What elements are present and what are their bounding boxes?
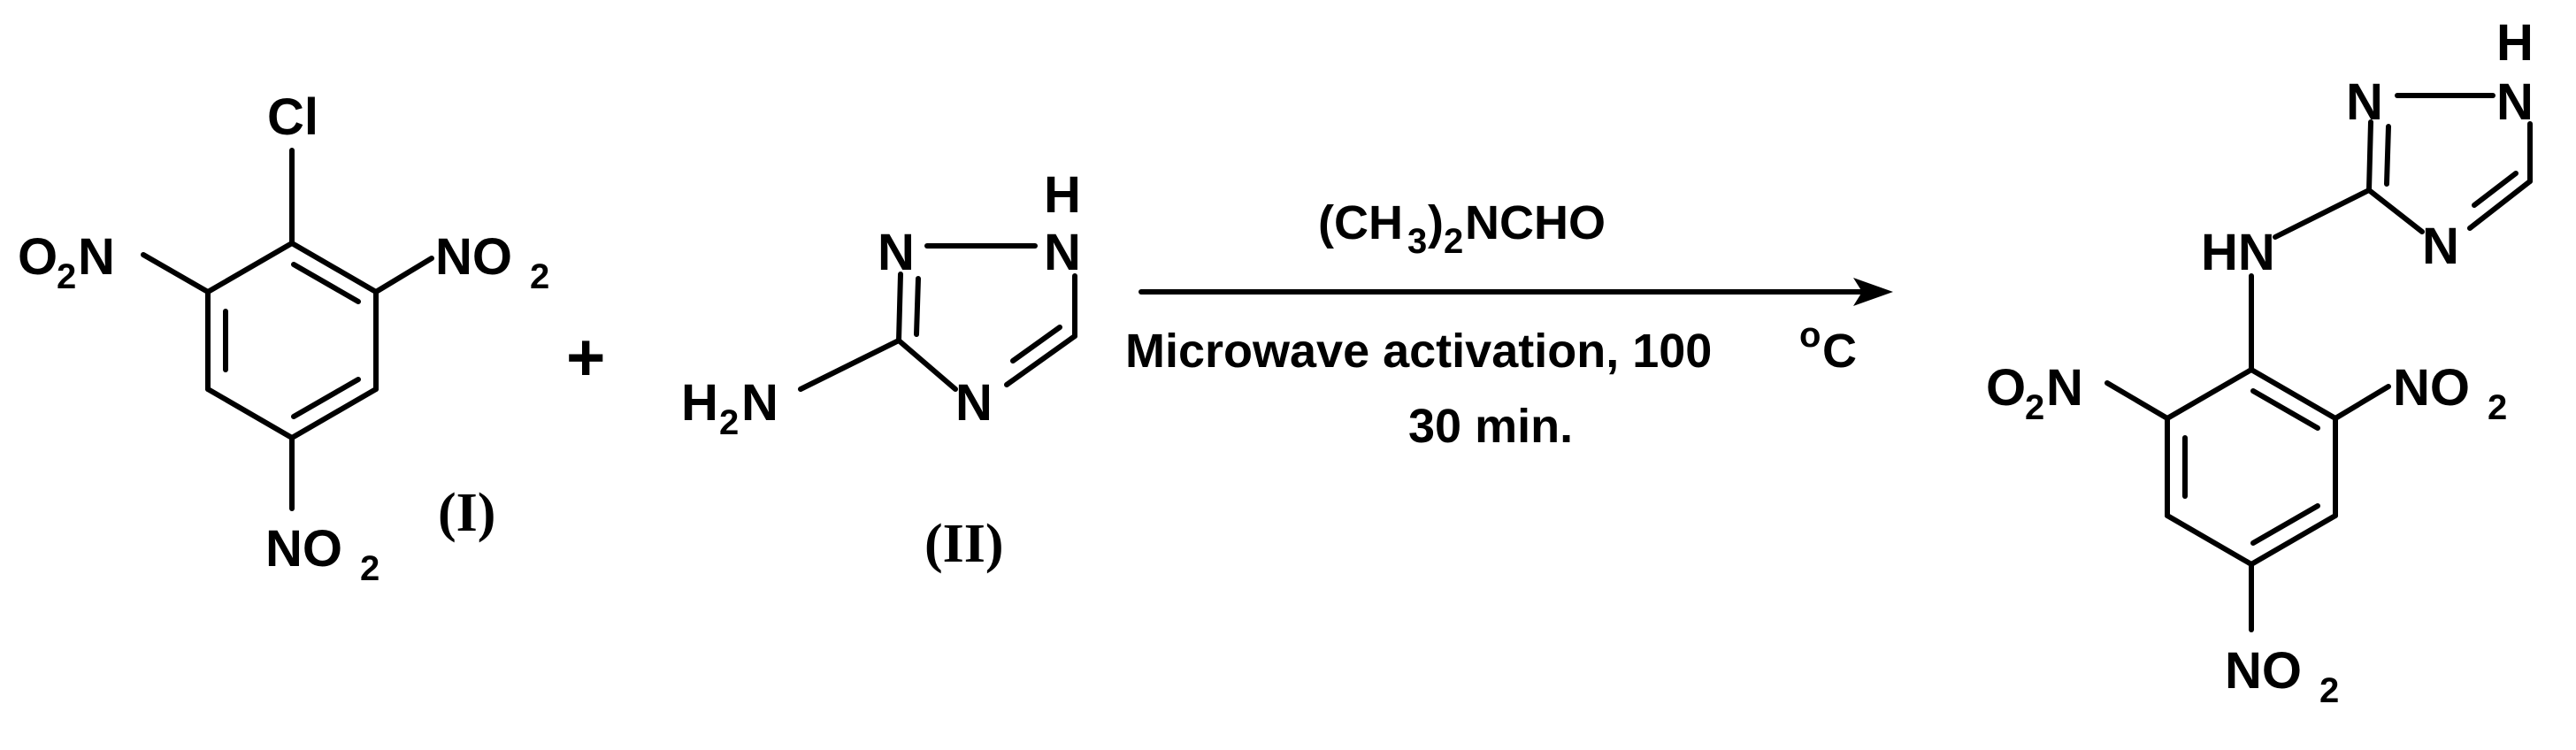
reaction-arrow (1138, 278, 1893, 306)
product-no2-right-label: NO (2393, 359, 2470, 417)
amine-h: H (681, 374, 718, 432)
triazole-nh-n: N (1044, 224, 1081, 281)
triazole-ring-product (2366, 93, 2533, 234)
product-triazole-nh-n: N (2496, 73, 2534, 131)
reaction-conditions: (CH 3 ) 2 NCHO Microwave activation, 100… (1125, 196, 1857, 453)
degree-symbol: o (1799, 316, 1821, 355)
plus-sign: + (566, 320, 605, 395)
triazole-n1: N (878, 224, 915, 281)
product-no2-right-bond (2333, 384, 2391, 421)
o2n-left-sub: 2 (57, 257, 76, 296)
product-triazole-nh-h: H (2496, 14, 2534, 72)
reagent-text-a: (CH (1318, 196, 1403, 249)
condition-line-1: Microwave activation, 100 (1125, 325, 1712, 378)
no2-bottom-label: NO (265, 520, 342, 578)
product-molecule: N N H N HN O 2 N NO 2 NO 2 (1986, 14, 2534, 710)
reagent-sub-2: 2 (1444, 222, 1463, 261)
triazole-n4: N (955, 374, 993, 432)
compound-label-ii: (II) (924, 514, 1004, 574)
reagent-text-b: ) (1428, 196, 1444, 249)
product-no2-right-sub: 2 (2488, 388, 2507, 427)
product-o2n-o: O (1986, 359, 2026, 417)
product-triazole-n1: N (2346, 73, 2383, 131)
reagent-text-c: NCHO (1465, 196, 1606, 249)
amine-n: N (741, 374, 778, 432)
hn-triazole-bond (2273, 188, 2372, 240)
product-hn-label: HN (2201, 224, 2275, 281)
product-no2-bottom-label: NO (2225, 642, 2302, 700)
reactant-picryl-chloride: Cl O 2 N NO 2 NO 2 (I) (18, 88, 549, 588)
product-no2-left-bond (2104, 380, 2170, 421)
o2n-left-n: N (78, 228, 115, 286)
chlorine-label: Cl (267, 88, 318, 146)
o2n-left-o: O (18, 228, 58, 286)
c-no2-right-bond (373, 256, 434, 295)
product-no2-bottom-sub: 2 (2319, 671, 2339, 710)
reactant-aminotriazole: N N H N H 2 N (II) (681, 166, 1081, 574)
temperature-unit: C (1822, 325, 1857, 378)
product-o2n-n: N (2046, 359, 2083, 417)
triazole-nh-h: H (1044, 166, 1081, 224)
c-nh2-bond (798, 338, 901, 392)
amine-sub: 2 (719, 403, 739, 442)
compound-label-i: (I) (438, 483, 495, 543)
product-triazole-n4: N (2422, 218, 2459, 275)
no2-right-sub: 2 (530, 257, 549, 296)
reagent-sub-3: 3 (1407, 222, 1427, 261)
no2-bottom-sub: 2 (360, 549, 380, 588)
condition-line-2: 30 min. (1408, 400, 1573, 453)
benzene-ring-1 (205, 241, 379, 440)
benzene-ring-product (2165, 367, 2338, 567)
no2-right-label: NO (435, 228, 512, 286)
product-o2n-sub: 2 (2025, 388, 2044, 427)
arrow-head (1853, 278, 1893, 306)
triazole-ring-1 (896, 243, 1077, 392)
c-no2-left-bond (141, 252, 211, 295)
